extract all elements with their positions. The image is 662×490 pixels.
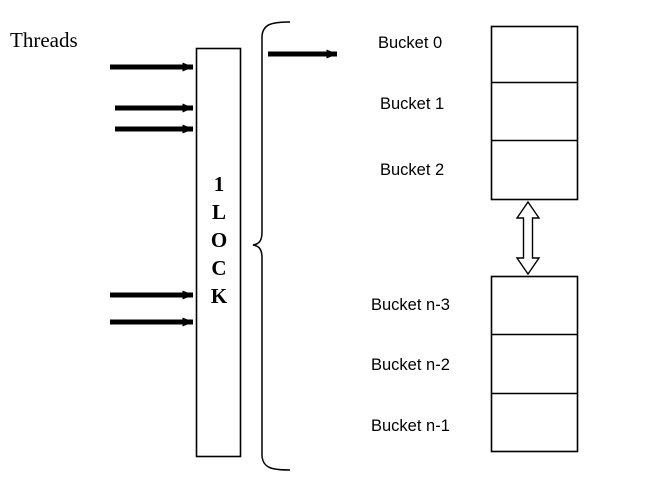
lock-letter-0: 1 xyxy=(213,172,225,196)
left-curly-brace xyxy=(252,21,291,471)
bucket-label-n-2: Bucket n-2 xyxy=(371,356,450,374)
bucket-label-1: Bucket 1 xyxy=(380,95,445,113)
threads-label: Threads xyxy=(10,28,78,52)
bucket-label-2: Bucket 2 xyxy=(380,161,445,179)
bucket-group-bottom-outline xyxy=(490,275,579,453)
lock-letter-2: O xyxy=(210,228,228,252)
bucket-label-0: Bucket 0 xyxy=(378,34,443,52)
buckets-continuation-double-arrow xyxy=(515,200,541,276)
bucket-group-top-outline xyxy=(490,25,579,201)
bucket-group-bottom xyxy=(490,275,579,453)
bucket-group-top xyxy=(490,25,579,201)
lock-label: 1 L O C K xyxy=(197,170,241,310)
bucket-label-n-3: Bucket n-3 xyxy=(371,296,450,314)
lock-letter-4: K xyxy=(210,284,228,308)
bucket-label-n-1: Bucket n-1 xyxy=(371,417,450,435)
lock-letter-1: L xyxy=(211,200,226,224)
lock-box xyxy=(195,47,242,458)
thread-arrows-group xyxy=(110,62,194,327)
lock-letter-3: C xyxy=(211,256,227,280)
